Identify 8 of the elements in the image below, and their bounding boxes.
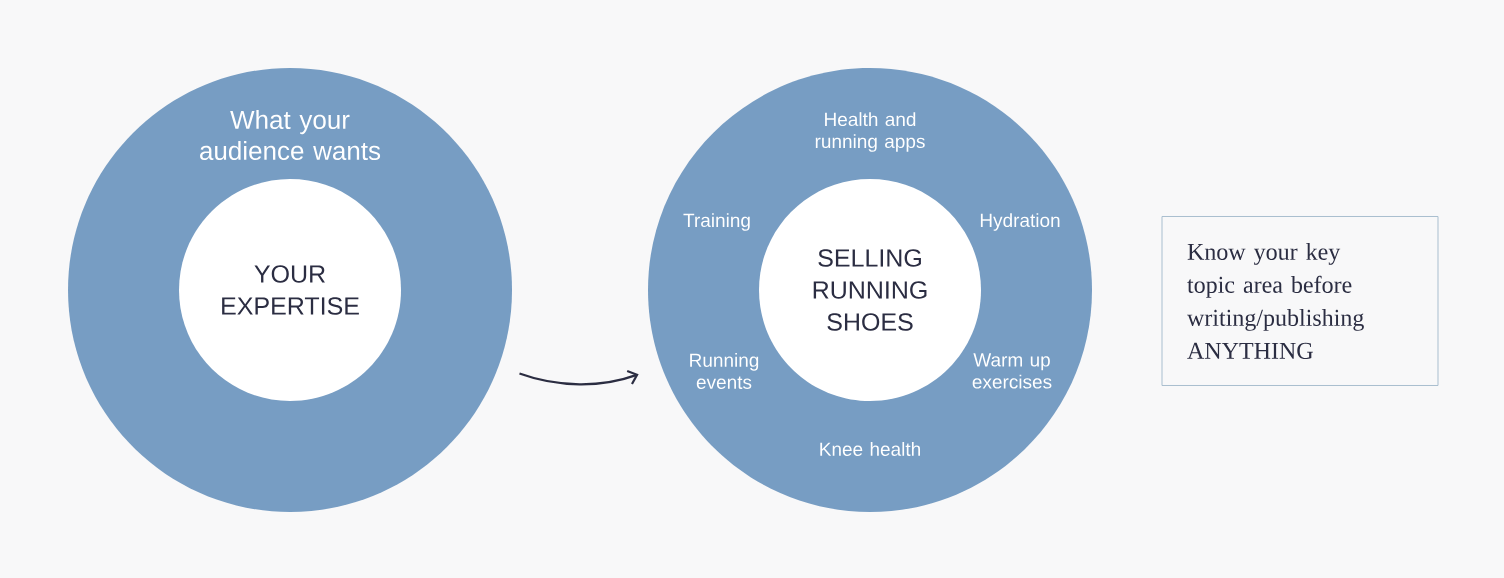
topic-label: What your audience wants	[200, 109, 381, 161]
note-box: Know your key topic area before writing/publishing ANYTHING	[1161, 216, 1439, 386]
topic-label: Training	[683, 213, 750, 231]
topic-label: Running events	[690, 353, 759, 389]
topic-label: Hydration	[980, 213, 1060, 231]
topic-label: Knee health	[820, 442, 920, 456]
arrow	[519, 369, 639, 386]
topic-label: Health and running apps	[815, 112, 925, 152]
